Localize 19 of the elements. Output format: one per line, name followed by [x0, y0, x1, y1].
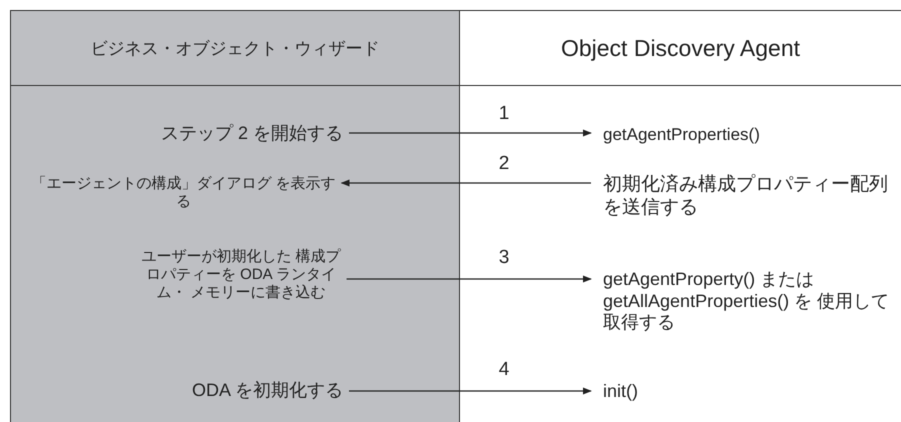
column-band: [10, 10, 460, 422]
arrow: [349, 129, 592, 137]
step-text: init(): [603, 381, 803, 403]
step-number: 2: [498, 153, 510, 175]
step-text: ユーザーが初期化した 構成プロパティーを ODA ランタイム・ メモリーに書き込む: [141, 248, 341, 302]
step-text: getAgentProperties(): [603, 125, 893, 146]
step-number: 1: [498, 103, 510, 125]
step-text: 初期化済み構成プロパティー配列を送信する: [603, 174, 893, 220]
step-text: 「エージェントの構成」ダイアログ を表示する: [26, 175, 341, 211]
arrow: [346, 275, 592, 283]
column-header: Object Discovery Agent: [460, 11, 901, 86]
arrow: [349, 387, 592, 395]
step-text: getAgentProperty() または getAllAgentProperties() を 使用して取得する: [603, 269, 893, 334]
step-text: ODA を初期化する: [131, 380, 343, 402]
step-text: ステップ 2 を開始する: [151, 123, 343, 145]
arrow: [340, 179, 591, 187]
step-number: 3: [498, 247, 510, 269]
column-header: ビジネス・オブジェクト・ウィザード: [11, 11, 459, 86]
step-number: 4: [498, 359, 510, 381]
